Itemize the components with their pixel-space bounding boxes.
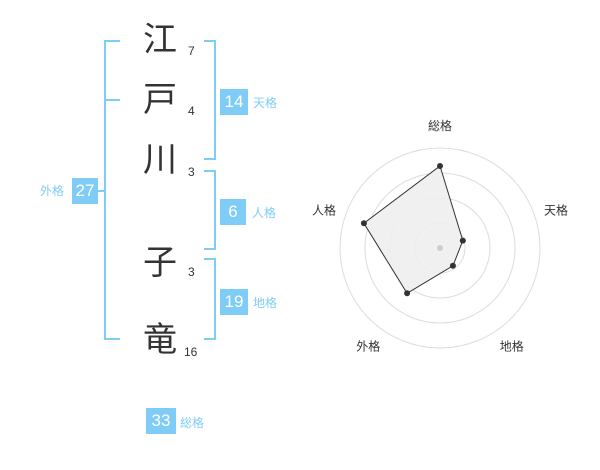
- gaikaku-connector: [98, 190, 104, 192]
- radar-axis-label-2: 天格: [544, 202, 568, 217]
- chikaku-badge: 19: [220, 289, 248, 315]
- name-char-3: 川: [143, 140, 177, 180]
- name-char-1: 江: [143, 20, 177, 60]
- radar-point-5: [360, 220, 367, 227]
- jinkaku-bracket-top: [204, 170, 216, 172]
- jinkaku-label: 人格: [252, 206, 277, 220]
- chikaku-label: 地格: [253, 296, 278, 310]
- radar-center: [437, 245, 443, 251]
- gaikaku-label: 外格: [40, 184, 65, 198]
- radar-axis-label-4: 外格: [356, 339, 380, 354]
- tenkaku-badge: 14: [220, 89, 248, 115]
- chikaku-bracket-bottom: [204, 338, 216, 340]
- stroke-count-4: 3: [188, 265, 195, 279]
- chikaku-bracket-vertical: [214, 258, 216, 340]
- radar-axis-label-5: 人格: [312, 202, 336, 217]
- stroke-count-1: 7: [188, 44, 195, 58]
- chikaku-bracket-top: [204, 258, 216, 260]
- soukaku-badge: 33: [146, 408, 176, 434]
- tenkaku-bracket-vertical: [214, 40, 216, 160]
- radar-point-3: [449, 262, 456, 269]
- stroke-count-5: 16: [184, 345, 198, 359]
- radar-area: [363, 165, 464, 294]
- stroke-count-2: 4: [188, 104, 195, 118]
- tenkaku-bracket-top: [204, 40, 216, 42]
- name-char-4: 子: [143, 243, 177, 283]
- radar-point-1: [437, 163, 443, 169]
- name-char-2: 戸: [143, 80, 177, 120]
- radar-point-2: [459, 237, 466, 244]
- radar-point-4: [404, 290, 411, 297]
- gaikaku-badge: 27: [72, 178, 98, 204]
- jinkaku-bracket-vertical: [214, 170, 216, 250]
- tenkaku-bracket-bottom: [204, 158, 216, 160]
- gaikaku-bracket-bottom: [104, 338, 120, 340]
- soukaku-label: 総格: [180, 416, 205, 430]
- tenkaku-label: 天格: [253, 96, 278, 110]
- radar-axis-label-1: 総格: [428, 118, 452, 133]
- radar-ring-4: [339, 147, 541, 349]
- gaikaku-bracket-mid: [104, 99, 120, 101]
- jinkaku-bracket-bottom: [204, 248, 216, 250]
- stroke-count-3: 3: [188, 165, 195, 179]
- gaikaku-bracket-vertical: [104, 40, 106, 340]
- radar-axis-label-3: 地格: [500, 339, 524, 354]
- gaikaku-bracket-top: [104, 40, 120, 42]
- name-char-5: 竜: [143, 320, 177, 360]
- jinkaku-badge: 6: [220, 199, 246, 225]
